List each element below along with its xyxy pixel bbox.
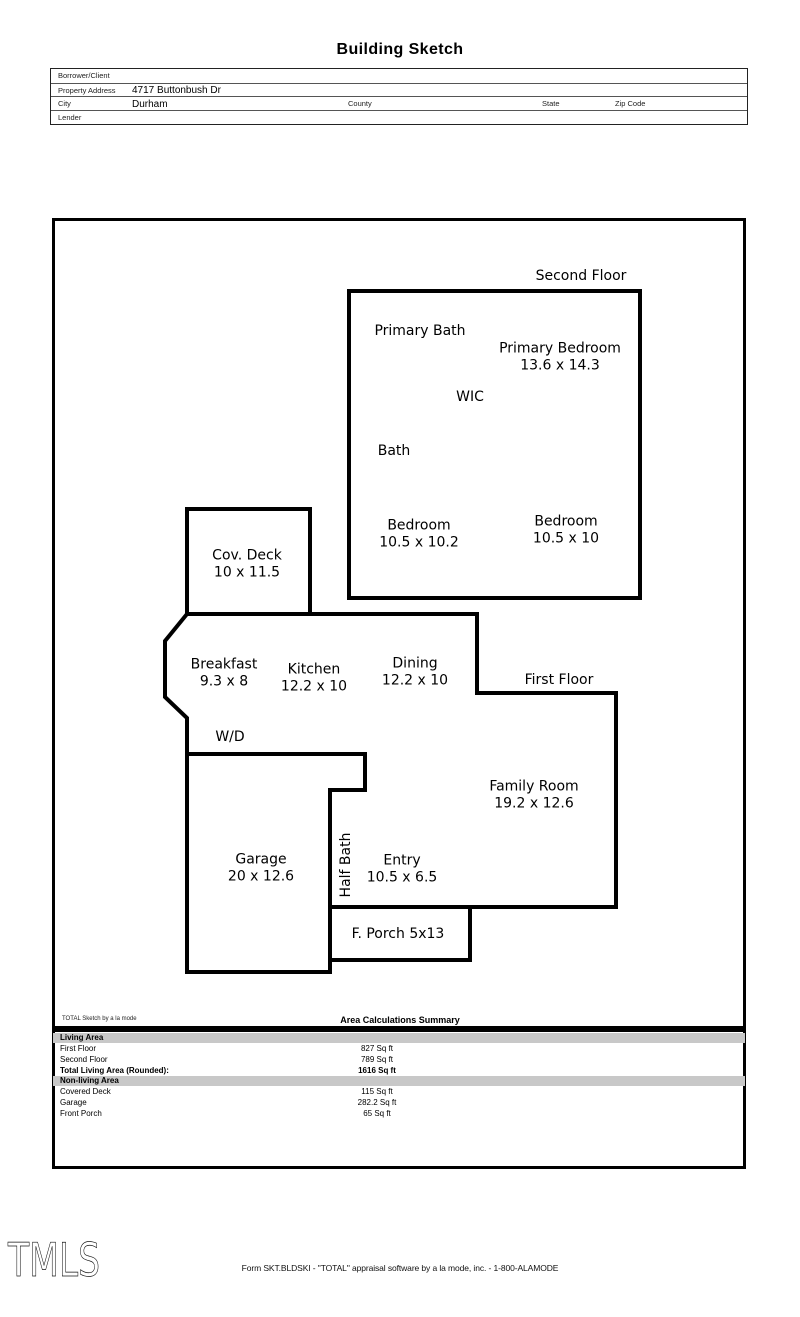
- lender-label: Lender: [58, 112, 82, 122]
- summary-row-total-living-area: Total Living Area (Rounded): 1616 Sq ft: [60, 1066, 396, 1075]
- tmls-logo: TMLS: [7, 1236, 100, 1284]
- borrower-label: Borrower/Client: [58, 71, 110, 80]
- county-label: County: [348, 99, 372, 108]
- living-area-header: Living Area: [53, 1033, 745, 1043]
- nonliving-area-header: Non-living Area: [53, 1076, 745, 1086]
- form-row-city: City Durham County State Zip Code: [51, 96, 747, 110]
- second-floor-title: Second Floor: [535, 267, 627, 284]
- room-label-kitchen: Kitchen 12.2 x 10: [280, 661, 348, 695]
- state-label: State: [542, 99, 560, 108]
- form-row-address: Property Address 4717 Buttonbush Dr: [51, 82, 747, 96]
- room-label-half-bath: Half Bath: [337, 832, 354, 898]
- room-label-wd: W/D: [215, 728, 245, 745]
- summary-divider-bar: [53, 1026, 745, 1032]
- summary-row-garage: Garage 282.2 Sq ft: [60, 1098, 397, 1107]
- area-summary-table: Living Area First Floor 827 Sq ft Second…: [53, 1033, 745, 1119]
- room-label-cov-deck: Cov. Deck 10 x 11.5: [212, 547, 282, 581]
- zip-code-label: Zip Code: [615, 99, 646, 108]
- page-title: Building Sketch: [336, 41, 464, 58]
- area-summary-title: Area Calculations Summary: [340, 1015, 460, 1025]
- room-label-family-room: Family Room 19.2 x 12.6: [489, 778, 579, 812]
- summary-row-first-floor: First Floor 827 Sq ft: [60, 1044, 394, 1053]
- room-label-bedroom-right: Bedroom 10.5 x 10: [532, 513, 600, 547]
- sketch-frame: [52, 218, 746, 1169]
- room-label-primary-bedroom: Primary Bedroom 13.6 x 14.3: [499, 340, 621, 374]
- first-floor-title: First Floor: [524, 671, 594, 688]
- room-label-wic: WIC: [456, 388, 484, 405]
- summary-row-front-porch: Front Porch 65 Sq ft: [60, 1109, 391, 1118]
- room-label-front-porch: F. Porch 5x13: [351, 925, 445, 942]
- room-label-bedroom-left: Bedroom 10.5 x 10.2: [379, 517, 459, 551]
- city-value: Durham: [132, 98, 168, 110]
- form-row-lender: Lender: [51, 109, 747, 124]
- form-footer-line: Form SKT.BLDSKI - "TOTAL" appraisal soft…: [241, 1263, 559, 1273]
- property-info-table: Borrower/Client Property Address 4717 Bu…: [50, 68, 748, 125]
- room-label-entry: Entry 10.5 x 6.5: [366, 852, 438, 886]
- property-address-value: 4717 Buttonbush Dr: [132, 85, 221, 96]
- room-label-dining: Dining 12.2 x 10: [381, 655, 449, 689]
- summary-row-covered-deck: Covered Deck 115 Sq ft: [60, 1087, 393, 1096]
- property-address-label: Property Address: [58, 85, 116, 95]
- sketch-software-brand: TOTAL Sketch by a la mode: [62, 1016, 137, 1022]
- summary-row-second-floor: Second Floor 789 Sq ft: [60, 1055, 394, 1064]
- room-label-garage: Garage 20 x 12.6: [227, 851, 295, 885]
- room-label-primary-bath: Primary Bath: [374, 322, 466, 339]
- tmls-logo-text: TMLS: [7, 1236, 100, 1284]
- room-label-breakfast: Breakfast 9.3 x 8: [190, 656, 258, 690]
- room-label-bath: Bath: [377, 442, 411, 459]
- city-label: City: [58, 99, 71, 108]
- form-row-borrower: Borrower/Client: [51, 69, 747, 83]
